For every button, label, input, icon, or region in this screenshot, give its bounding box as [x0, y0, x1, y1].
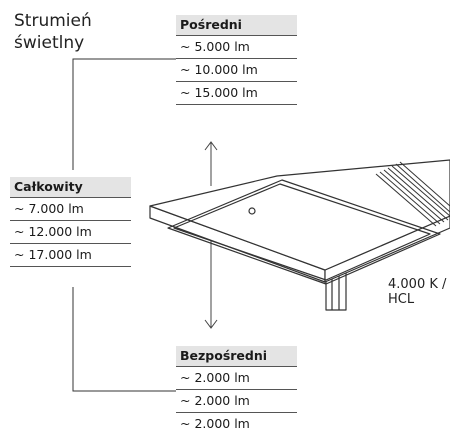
- total-flux-row: ~ 17.000 lm: [10, 244, 131, 267]
- title-line-1: Strumień: [14, 11, 92, 31]
- luminous-flux-title: Strumień świetlny: [14, 10, 92, 54]
- total-flux-table: Całkowity ~ 7.000 lm ~ 12.000 lm ~ 17.00…: [10, 177, 131, 267]
- direct-flux-table: Bezpośredni ~ 2.000 lm ~ 2.000 lm ~ 2.00…: [176, 346, 297, 435]
- up-arrow-icon: [204, 141, 218, 186]
- indirect-flux-header: Pośredni: [176, 15, 297, 36]
- title-line-2: świetlny: [14, 33, 85, 53]
- cct-line-2: HCL: [388, 292, 415, 307]
- direct-flux-row: ~ 2.000 lm: [180, 416, 250, 431]
- color-temperature-label: 4.000 K / HCL: [388, 277, 446, 307]
- total-flux-header: Całkowity: [10, 177, 131, 198]
- connector-lines: [72, 58, 176, 392]
- indirect-flux-row: ~ 5.000 lm: [176, 36, 297, 59]
- indirect-flux-row: ~ 15.000 lm: [176, 82, 297, 105]
- indirect-flux-table: Pośredni ~ 5.000 lm ~ 10.000 lm ~ 15.000…: [176, 15, 297, 105]
- down-arrow-icon: [204, 240, 218, 329]
- cct-line-1: 4.000 K /: [388, 277, 447, 292]
- total-flux-row: ~ 12.000 lm: [10, 221, 131, 244]
- direct-flux-row: ~ 2.000 lm: [176, 390, 297, 413]
- direct-flux-header: Bezpośredni: [176, 346, 297, 367]
- connector-up: [72, 58, 176, 170]
- indirect-flux-row: ~ 10.000 lm: [176, 59, 297, 82]
- direct-flux-row: ~ 2.000 lm: [176, 367, 297, 390]
- lamp-illustration: [149, 159, 450, 311]
- total-flux-row: ~ 7.000 lm: [10, 198, 131, 221]
- connector-down: [72, 287, 176, 392]
